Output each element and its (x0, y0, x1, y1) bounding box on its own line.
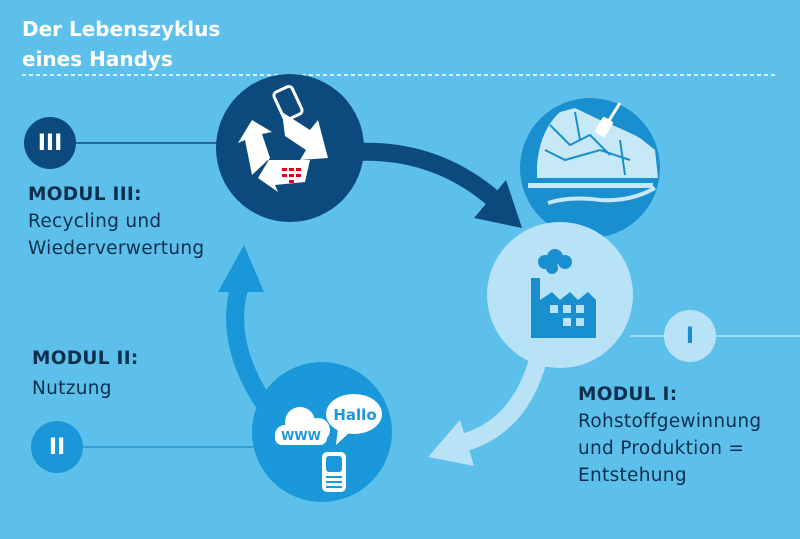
arrow-production-to-usage (428, 357, 547, 466)
cloud-www-text: WWW (281, 429, 321, 443)
mining-circle (520, 98, 660, 238)
arrow-recycling-to-production (354, 142, 522, 228)
module-i-line: Entstehung (578, 465, 687, 486)
recycling-circle (216, 74, 364, 222)
module-iii-text: MODUL III: Recycling und Wiederverwertun… (28, 181, 204, 262)
page-title: Der Lebenszyklus eines Handys (22, 14, 220, 74)
module-iii-line: Recycling und (28, 211, 162, 232)
speech-bubble-icon (326, 394, 382, 445)
badge-module-i: I (664, 310, 716, 362)
production-circle (487, 222, 633, 368)
module-iii-heading: MODUL III: (28, 184, 142, 205)
shovel-icon (595, 102, 622, 138)
module-ii-text: MODUL II: Nutzung (32, 345, 139, 402)
cloud-icon (275, 407, 330, 445)
module-i-line: Rohstoffgewinnung (578, 411, 762, 432)
title-line-2: eines Handys (22, 47, 173, 71)
module-iii-line: Wiederverwertung (28, 238, 205, 259)
module-i-heading: MODUL I: (578, 384, 678, 405)
phone-icon (322, 452, 346, 492)
module-i-line: und Produktion = (578, 438, 745, 459)
speech-bubble-text: Hallo (333, 406, 376, 424)
recycle-icon (238, 84, 328, 192)
module-ii-line: Nutzung (32, 378, 112, 399)
badge-module-iii: III (24, 117, 76, 169)
module-ii-heading: MODUL II: (32, 348, 139, 369)
keypad-red-icon (282, 168, 301, 183)
factory-icon (531, 249, 596, 338)
arrow-usage-to-recycling (218, 245, 278, 418)
title-line-1: Der Lebenszyklus (22, 17, 221, 41)
badge-module-ii: II (31, 421, 83, 473)
module-i-text: MODUL I: Rohstoffgewinnung und Produktio… (578, 381, 761, 489)
usage-circle: WWW Hallo (252, 362, 392, 502)
